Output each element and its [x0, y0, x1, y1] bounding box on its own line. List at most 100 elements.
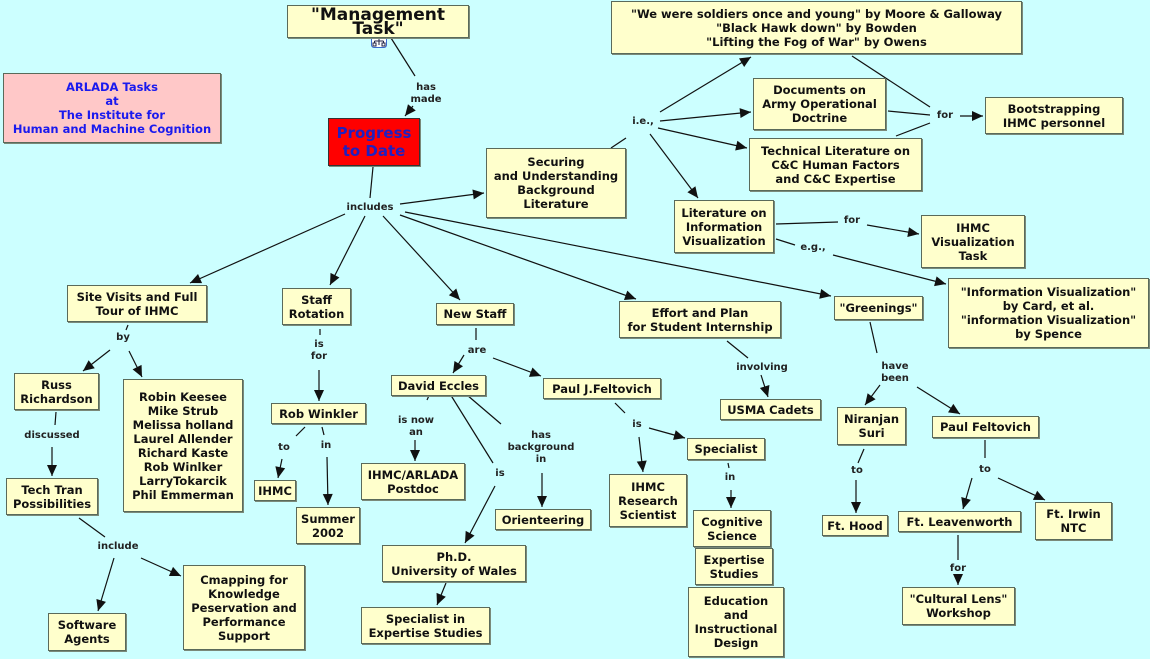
arrowhead: [687, 186, 698, 198]
concept-newstaff[interactable]: New Staff: [436, 303, 514, 325]
arrowhead: [132, 364, 142, 377]
concept-ftirwin[interactable]: Ft. Irwin NTC: [1035, 502, 1112, 540]
link-label-for_cult: for: [949, 563, 967, 574]
concept-cogsci[interactable]: Cognitive Science: [693, 510, 771, 547]
concept-mgmt[interactable]: "Management Task": [287, 5, 469, 38]
link-label-by: by: [116, 332, 130, 343]
concept-niranjan[interactable]: Niranjan Suri: [837, 407, 906, 445]
concept-ftleav[interactable]: Ft. Leavenworth: [898, 511, 1021, 532]
concept-ihmc[interactable]: IHMC: [254, 480, 296, 501]
concept-summer[interactable]: Summer 2002: [296, 507, 360, 544]
link-label-are: are: [467, 345, 487, 356]
connection-line: [321, 426, 325, 436]
concept-docs[interactable]: Documents on Army Operational Doctrine: [753, 78, 886, 130]
arrowhead: [47, 465, 57, 476]
link-label-is_phd: is: [495, 468, 505, 479]
link-label-hasbg: has background in: [507, 430, 575, 465]
arrowhead: [726, 497, 736, 508]
concept-litinfo[interactable]: Literature on Information Visualization: [674, 200, 774, 253]
connection-line: [649, 133, 699, 199]
connection-line: [390, 37, 416, 77]
arrowhead: [865, 393, 876, 405]
arrowhead: [453, 361, 464, 373]
arrowhead: [673, 430, 685, 440]
arrowhead: [623, 290, 636, 301]
arrowhead: [275, 466, 286, 478]
link-label-havebeen: have been: [881, 361, 909, 384]
connection-line: [887, 110, 931, 116]
link-label-in_spec: in: [724, 472, 736, 483]
arrowhead: [322, 493, 333, 505]
connection-line: [869, 321, 878, 354]
concept-phd[interactable]: Ph.D. University of Wales: [382, 545, 526, 582]
link-label-in_summer: in: [320, 440, 332, 451]
concept-techtran[interactable]: Tech Tran Possibilities: [6, 478, 98, 515]
connection-line: [404, 211, 832, 297]
connection-line: [189, 213, 346, 284]
concept-usma[interactable]: USMA Cadets: [720, 399, 821, 420]
concept-eccles[interactable]: David Eccles: [391, 375, 486, 396]
concept-cultural[interactable]: "Cultural Lens" Workshop: [902, 587, 1015, 625]
link-label-eg: e.g.,: [800, 242, 826, 253]
link-label-involving: involving: [736, 362, 788, 373]
arrowhead: [410, 450, 420, 461]
concept-securing[interactable]: Securing and Understanding Background Li…: [486, 148, 626, 218]
concept-postdoc[interactable]: IHMC/ARLADA Postdoc: [361, 463, 465, 500]
concept-orient[interactable]: Orienteering: [495, 509, 591, 530]
arrowhead: [436, 592, 446, 605]
arrowhead: [961, 497, 971, 509]
concept-arlada[interactable]: ARLADA Tasks at The Institute for Human …: [3, 73, 221, 143]
concept-paulf[interactable]: Paul Feltovich: [932, 416, 1039, 438]
arrowhead: [851, 502, 861, 513]
connection-line: [399, 192, 485, 205]
concept-expstud[interactable]: Expertise Studies: [695, 548, 773, 585]
link-label-to_ihmc: to: [278, 442, 290, 453]
arrowhead: [330, 272, 340, 285]
connection-line: [295, 426, 306, 437]
concept-effort[interactable]: Effort and Plan for Student Internship: [619, 301, 781, 338]
arrowhead: [759, 385, 770, 397]
concept-edu[interactable]: Education and Instructional Design: [688, 587, 784, 657]
connection-line: [857, 448, 865, 464]
connection-line: [851, 55, 931, 108]
concept-robw[interactable]: Rob Winkler: [271, 403, 366, 424]
connection-line: [125, 324, 129, 331]
concept-specexp[interactable]: Specialist in Expertise Studies: [361, 607, 490, 644]
concept-tech[interactable]: Technical Literature on C&C Human Factor…: [749, 138, 922, 191]
concept-ihmcvis[interactable]: IHMC Visualization Task: [921, 215, 1025, 268]
link-label-to_forts: to: [979, 464, 991, 475]
link-label-for_boot: for: [936, 110, 954, 121]
concept-specialist[interactable]: Specialist: [687, 438, 765, 460]
concept-greenings[interactable]: "Greenings": [834, 296, 923, 320]
link-label-includes: includes: [346, 202, 394, 213]
connection-line: [54, 411, 57, 426]
concept-fthood[interactable]: Ft. Hood: [822, 515, 888, 536]
link-label-ie: i.e.,: [632, 116, 654, 127]
concept-books[interactable]: "We were soldiers once and young" by Moo…: [611, 1, 1022, 54]
arrowhead: [739, 108, 751, 119]
arrowhead: [953, 574, 963, 585]
concept-feltovich[interactable]: Paul J.Feltovich: [543, 378, 661, 399]
concept-bootstrap[interactable]: Bootstrapping IHMC personnel: [985, 97, 1123, 134]
concept-ihmcres[interactable]: IHMC Research Scientist: [609, 474, 687, 527]
concept-progress[interactable]: Progress to Date: [328, 118, 420, 166]
arrowhead: [465, 530, 475, 543]
link-label-discussed: discussed: [24, 430, 80, 441]
arrowhead: [948, 403, 960, 414]
arrowhead: [738, 57, 751, 67]
link-label-isnowan: is now an: [397, 415, 435, 438]
arrowhead: [907, 227, 919, 238]
concept-names[interactable]: Robin Keesee Mike Strub Melissa holland …: [123, 379, 243, 512]
arrowhead: [190, 273, 203, 284]
concept-cmapping[interactable]: Cmapping for Knowledge Peservation and P…: [183, 565, 305, 650]
connection-line: [659, 56, 752, 113]
concept-staffrot[interactable]: Staff Rotation: [282, 288, 351, 325]
connection-line: [329, 215, 366, 286]
concept-software[interactable]: Software Agents: [48, 613, 126, 651]
connection-line: [614, 402, 626, 414]
concept-sitevisits[interactable]: Site Visits and Full Tour of IHMC: [67, 285, 207, 322]
arrowhead: [405, 104, 416, 116]
concept-russ[interactable]: Russ Richardson: [14, 373, 99, 410]
concept-infovis[interactable]: "Information Visualization" by Card, et …: [948, 278, 1149, 348]
arrowhead: [1032, 490, 1045, 500]
